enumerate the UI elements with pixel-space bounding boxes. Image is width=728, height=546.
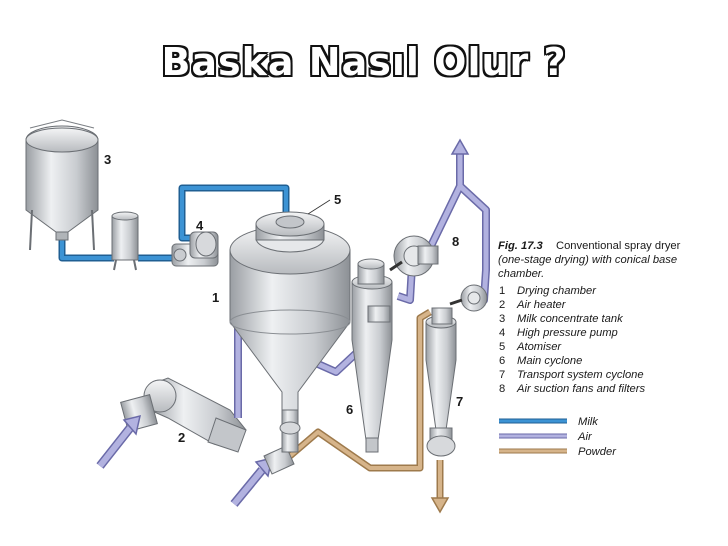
flow-legend: Milk Air Powder	[499, 416, 617, 458]
svg-text:Milk concentrate tank: Milk concentrate tank	[517, 313, 624, 325]
caption-label: Fig. 17.3	[498, 240, 544, 252]
callout-6: 6	[346, 402, 353, 417]
air-suction-fan-1	[389, 235, 439, 277]
powder-outlet-arrow	[430, 497, 450, 514]
svg-text:Transport system cyclone: Transport system cyclone	[517, 369, 644, 381]
svg-text:5: 5	[499, 341, 505, 353]
flow-legend-milk: Milk	[499, 416, 599, 428]
atomiser	[255, 199, 331, 253]
caption-line-2: (one-stage drying) with conical base	[498, 254, 677, 266]
svg-text:Air: Air	[577, 431, 593, 443]
legend-item: 8 Air suction fans and filters	[499, 383, 645, 395]
caption-line-1: Conventional spray dryer	[556, 240, 681, 252]
exhaust-arrow	[450, 138, 470, 155]
high-pressure-pump	[171, 231, 219, 267]
svg-text:4: 4	[499, 327, 505, 339]
venturi	[263, 445, 295, 475]
callout-8: 8	[452, 234, 459, 249]
legend-item: 3 Milk concentrate tank	[499, 313, 624, 325]
legend-item: 4 High pressure pump	[499, 327, 618, 339]
slide-title: Baska Nasıl Olur ?	[161, 40, 567, 84]
svg-text:7: 7	[499, 369, 505, 381]
legend-item: 5 Atomiser	[499, 341, 562, 353]
legend-item: 2 Air heater	[499, 299, 567, 311]
component-legend: 1 Drying chamber 2 Air heater 3 Milk con…	[499, 285, 645, 395]
svg-text:1: 1	[499, 285, 505, 297]
legend-item: 7 Transport system cyclone	[499, 369, 644, 381]
svg-text:Drying chamber: Drying chamber	[517, 285, 597, 297]
air-heater	[120, 377, 247, 453]
drying-chamber	[229, 225, 351, 453]
legend-item: 6 Main cyclone	[499, 355, 582, 367]
callout-7: 7	[456, 394, 463, 409]
svg-text:Air heater: Air heater	[516, 299, 567, 311]
svg-text:Powder: Powder	[578, 446, 617, 458]
svg-text:6: 6	[499, 355, 505, 367]
balance-tank	[111, 211, 139, 271]
inlet-air-arrow-1	[96, 414, 141, 469]
milk-concentrate-tank	[25, 119, 99, 251]
svg-text:High pressure pump: High pressure pump	[517, 327, 618, 339]
svg-text:Atomiser: Atomiser	[516, 341, 562, 353]
svg-text:2: 2	[499, 299, 505, 311]
callout-1: 1	[212, 290, 219, 305]
svg-text:Milk: Milk	[578, 416, 599, 428]
svg-text:8: 8	[499, 383, 505, 395]
figure-caption: Fig. 17.3 Conventional spray dryer (one-…	[498, 240, 681, 280]
callout-4: 4	[196, 218, 204, 233]
callout-5: 5	[334, 192, 341, 207]
inlet-air-arrow-2	[230, 456, 273, 507]
svg-text:Main cyclone: Main cyclone	[517, 355, 582, 367]
transport-cyclone	[425, 307, 457, 457]
caption-line-3: chamber.	[498, 268, 544, 280]
flow-legend-powder: Powder	[499, 446, 617, 458]
air-suction-fan-2	[449, 284, 488, 312]
callout-3: 3	[104, 152, 111, 167]
svg-text:Air suction fans and filters: Air suction fans and filters	[516, 383, 645, 395]
main-cyclone	[351, 258, 393, 453]
legend-item: 1 Drying chamber	[499, 285, 597, 297]
svg-text:3: 3	[499, 313, 505, 325]
callout-2: 2	[178, 430, 185, 445]
flow-legend-air: Air	[499, 431, 593, 443]
